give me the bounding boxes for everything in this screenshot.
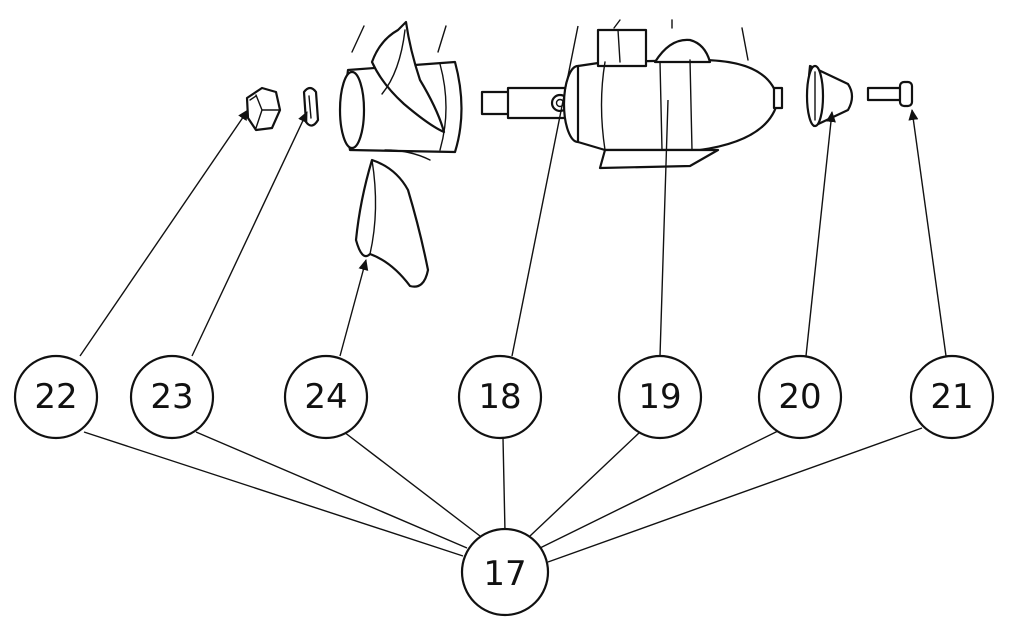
leader-18 bbox=[511, 25, 579, 357]
connector-19 bbox=[529, 431, 641, 537]
hub-connector-lines bbox=[83, 427, 923, 563]
leader-23 bbox=[191, 111, 308, 357]
leader-22 bbox=[79, 109, 249, 357]
leader-21 bbox=[908, 109, 947, 357]
leader-lines bbox=[79, 25, 947, 357]
callout-23: 23 bbox=[129, 354, 215, 440]
callout-24: 24 bbox=[283, 354, 369, 440]
callout-19-label: 19 bbox=[638, 377, 681, 417]
callout-18: 18 bbox=[457, 354, 543, 440]
nose-cone-part bbox=[805, 64, 854, 128]
leader-24 bbox=[339, 259, 369, 357]
callout-20: 20 bbox=[757, 354, 843, 440]
callout-24-label: 24 bbox=[304, 377, 347, 417]
connector-24 bbox=[343, 431, 481, 537]
callout-21-label: 21 bbox=[930, 377, 973, 417]
propeller-part bbox=[338, 20, 463, 288]
callout-22-label: 22 bbox=[34, 377, 77, 417]
callout-17-hub: 17 bbox=[460, 527, 550, 617]
connector-22 bbox=[83, 431, 464, 557]
connector-18 bbox=[502, 437, 506, 533]
connector-21 bbox=[547, 427, 923, 563]
motor-housing-part bbox=[562, 19, 784, 170]
callout-19: 19 bbox=[617, 354, 703, 440]
connector-23 bbox=[195, 431, 468, 549]
callout-22: 22 bbox=[13, 354, 99, 440]
leader-19 bbox=[659, 99, 669, 357]
callout-18-label: 18 bbox=[478, 377, 521, 417]
propeller-nut-part bbox=[245, 86, 282, 132]
callout-20-label: 20 bbox=[778, 377, 821, 417]
callout-21: 21 bbox=[909, 354, 995, 440]
screw-part bbox=[866, 80, 914, 108]
drive-shaft-part bbox=[480, 86, 570, 120]
washer-part bbox=[302, 86, 320, 127]
connector-20 bbox=[539, 429, 781, 549]
leader-20 bbox=[805, 111, 836, 357]
callout-17-label: 17 bbox=[483, 554, 526, 594]
callout-23-label: 23 bbox=[150, 377, 193, 417]
